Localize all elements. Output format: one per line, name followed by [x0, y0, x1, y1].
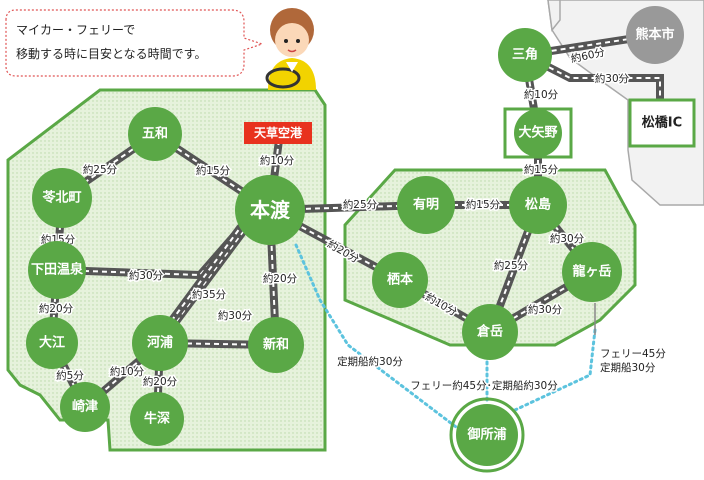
- mainland-strip: [547, 0, 561, 32]
- edge-label-kawaura-ushibuka: 約20分: [143, 375, 178, 388]
- edge-label-oe-sakitsu: 約5分: [56, 369, 84, 382]
- edge-label-sakitsu-kawaura: 約10分: [110, 365, 145, 378]
- node-shimoda: 下田温泉: [28, 241, 86, 299]
- node-label-shinwa: 新和: [263, 337, 289, 353]
- edge-label-hondo-arita: 約25分: [343, 198, 378, 211]
- node-sakitsu: 崎津: [60, 382, 110, 432]
- node-ryugatake: 龍ヶ岳: [562, 242, 622, 302]
- node-oe: 大江: [26, 317, 78, 369]
- node-label-matsushima: 松島: [525, 197, 551, 213]
- node-arita: 有明: [397, 176, 455, 234]
- node-label-oyano: 大矢野: [518, 125, 557, 141]
- node-label-hondo: 本渡: [250, 198, 291, 222]
- node-label-shimoda: 下田温泉: [31, 262, 84, 278]
- node-kawaura: 河浦: [132, 315, 188, 371]
- node-matsushima: 松島: [509, 176, 567, 234]
- node-kuratake: 倉岳: [462, 304, 518, 360]
- node-ushibuka: 牛深: [130, 392, 184, 446]
- edge-label-airport-hondo: 約10分: [260, 154, 295, 167]
- edge-label-matsushima-ryugatake: 約30分: [550, 232, 585, 245]
- callout-line-1: マイカー・フェリーで: [16, 23, 135, 37]
- node-oyano: 大矢野: [503, 107, 573, 159]
- node-goshoura: 御所浦: [449, 397, 525, 473]
- node-label-oe: 大江: [39, 335, 65, 351]
- node-gowa: 五和: [128, 107, 182, 161]
- edge-label-oyano-matsushima: 約15分: [524, 163, 559, 176]
- edge-label-matsushima-kuratake: 約25分: [494, 259, 529, 272]
- edge-label-ferry-ryugatake-line1: フェリー45分: [600, 348, 666, 360]
- edge-label-shimoda-oe: 約20分: [39, 302, 74, 315]
- node-label-arita: 有明: [413, 197, 439, 213]
- node-reihokumachi: 苓北町: [32, 168, 92, 228]
- edge-label-hondo-kawaura: 約35分: [192, 288, 227, 301]
- node-kumamoto: 熊本市: [626, 6, 684, 64]
- edge-label-hondo-shinwa: 約20分: [263, 272, 298, 285]
- callout-bubble: マイカー・フェリーで 移動する時に目安となる時間です。: [5, 9, 264, 77]
- edge-label-misumi-matsubase: 約30分: [595, 72, 630, 85]
- node-label-reihokumachi: 苓北町: [41, 190, 81, 206]
- node-label-gowa: 五和: [142, 126, 168, 142]
- node-label-ryugatake: 龍ヶ岳: [572, 264, 611, 280]
- driver-character-illustration: [265, 8, 316, 90]
- edge-label-misumi-oyano: 約10分: [524, 88, 559, 101]
- node-misumi: 三角: [498, 28, 552, 82]
- edge-label-kawaura-shinwa: 約30分: [218, 309, 253, 322]
- node-shinwa: 新和: [248, 317, 304, 373]
- edge-label-gowa-hondo: 約15分: [196, 164, 231, 177]
- node-label-misumi: 三角: [512, 47, 538, 63]
- node-label-sakitsu: 崎津: [72, 399, 98, 415]
- edge-label-arita-matsushima: 約15分: [466, 198, 501, 211]
- node-hondo: 本渡: [235, 175, 305, 245]
- edge-label-ferry-ryugatake-line2: 定期船30分: [600, 361, 656, 374]
- node-label-ushibuka: 牛深: [144, 411, 170, 427]
- node-label-matsubase: 松橋IC: [642, 115, 682, 131]
- node-sumoto: 栖本: [372, 252, 428, 308]
- airport-label: 天草空港: [254, 125, 303, 140]
- node-label-kuratake: 倉岳: [476, 324, 503, 340]
- edge-label-gowa-reihoku: 約25分: [83, 163, 118, 176]
- node-label-goshoura: 御所浦: [466, 427, 506, 443]
- edge-label-kuratake-ryugatake: 約30分: [528, 303, 563, 316]
- edge-label-ferry-hondo-goshoura: 定期船約30分: [337, 355, 403, 368]
- node-label-kumamoto: 熊本市: [635, 27, 674, 43]
- callout-line-2: 移動する時に目安となる時間です。: [16, 46, 206, 61]
- edge-label-shimoda-hondo: 約30分: [129, 269, 164, 282]
- airport-tag: 天草空港: [244, 122, 312, 144]
- node-matsubase-ic: 松橋IC: [628, 98, 696, 148]
- node-label-kawaura: 河浦: [147, 335, 173, 351]
- node-label-sumoto: 栖本: [387, 272, 413, 288]
- edge-label-ferry-kuratake-goshoura: フェリー約45分･定期船約30分: [410, 379, 558, 392]
